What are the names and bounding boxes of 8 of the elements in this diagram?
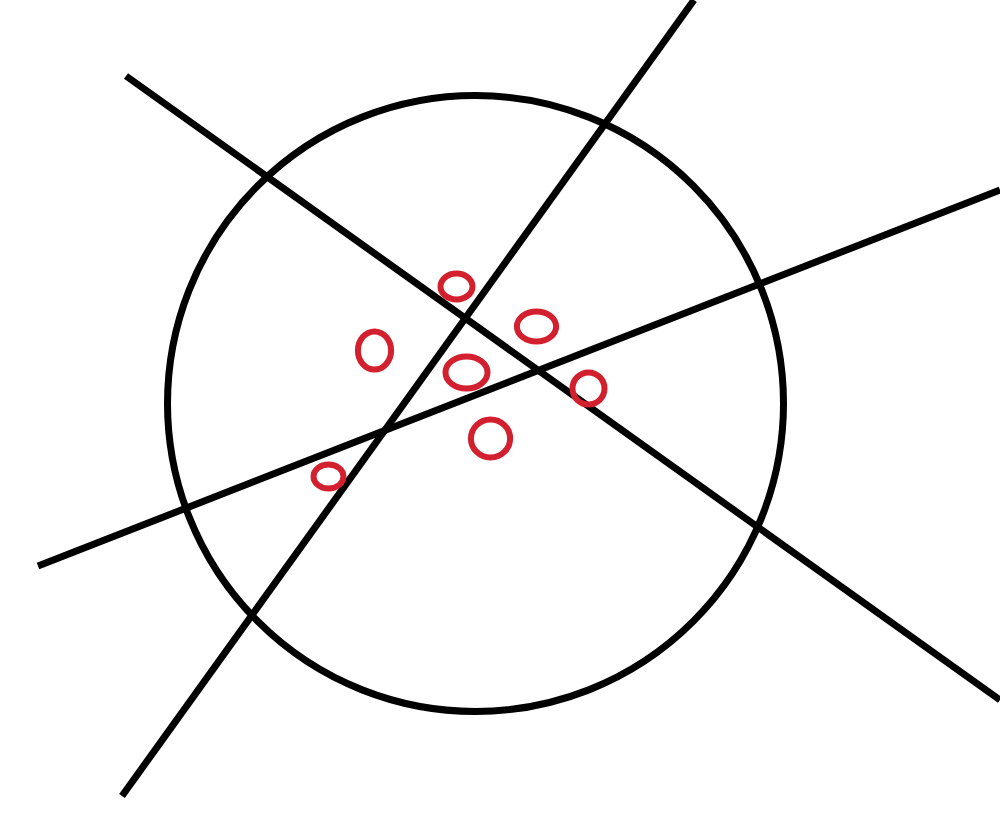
small-circle bbox=[313, 464, 343, 488]
small-circle bbox=[357, 331, 391, 369]
small-circle bbox=[445, 356, 487, 388]
small-circle bbox=[440, 273, 472, 299]
small-circle bbox=[572, 372, 604, 404]
circle bbox=[163, 91, 787, 715]
small-circle bbox=[516, 311, 556, 341]
small-circle bbox=[470, 419, 510, 457]
